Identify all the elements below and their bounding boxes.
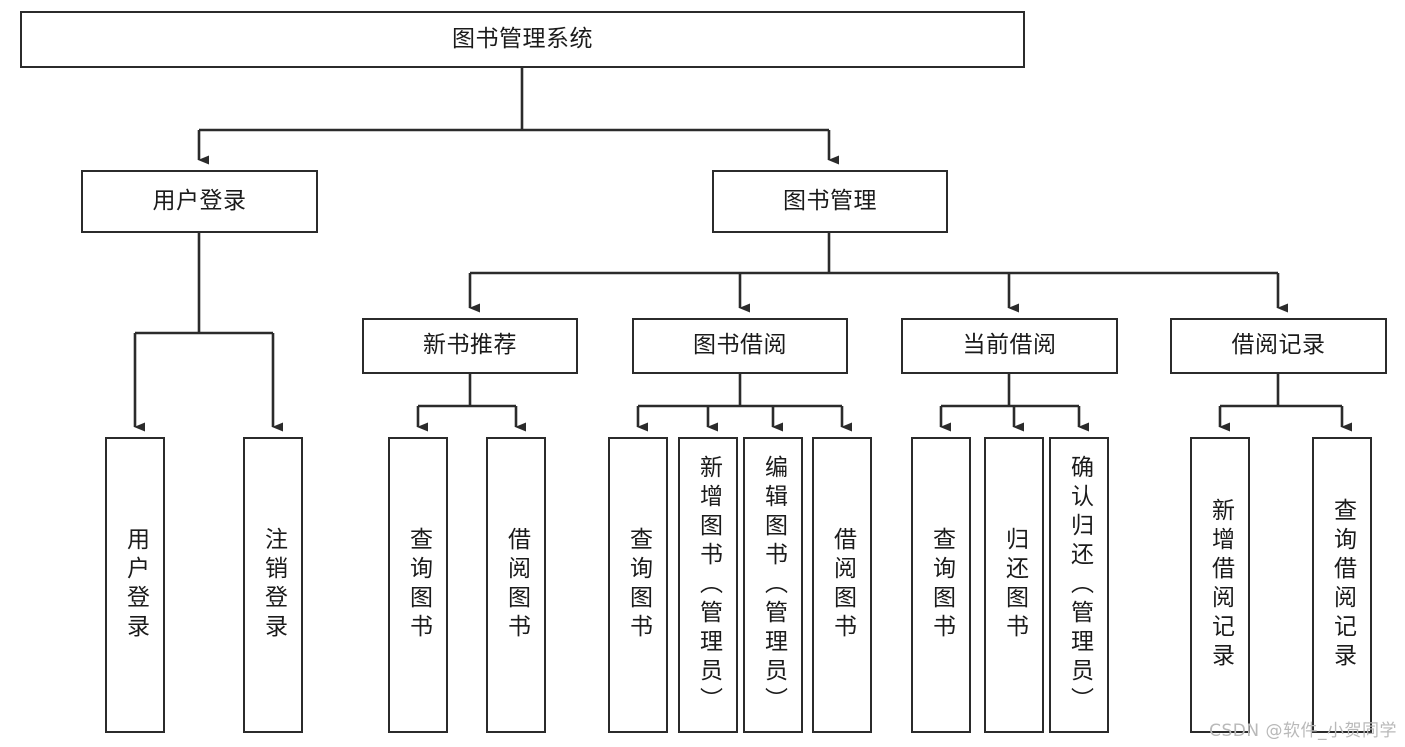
leaf-node-label: 借阅图书 xyxy=(829,527,856,643)
node-borrow-record-label: 借阅记录 xyxy=(1231,332,1326,359)
leaf-node-label: 归还图书 xyxy=(1001,527,1028,643)
leaf-node[interactable]: 新增图书（管理员） xyxy=(678,437,738,733)
node-root-label: 图书管理系统 xyxy=(452,25,593,52)
node-current-borrow-label: 当前借阅 xyxy=(962,332,1057,359)
leaf-node[interactable]: 确认归还（管理员） xyxy=(1049,437,1109,733)
leaf-node[interactable]: 借阅图书 xyxy=(486,437,546,733)
leaf-node-label: 用户登录 xyxy=(122,527,149,643)
node-borrow-record[interactable]: 借阅记录 xyxy=(1170,318,1387,374)
node-root[interactable]: 图书管理系统 xyxy=(20,11,1025,68)
leaf-node-label: 查询图书 xyxy=(405,527,432,643)
node-book-management[interactable]: 图书管理 xyxy=(712,170,948,233)
leaf-node[interactable]: 注销登录 xyxy=(243,437,303,733)
leaf-node[interactable]: 借阅图书 xyxy=(812,437,872,733)
leaf-node-label: 查询图书 xyxy=(625,527,652,643)
leaf-node[interactable]: 查询图书 xyxy=(608,437,668,733)
node-current-borrow[interactable]: 当前借阅 xyxy=(901,318,1118,374)
node-book-management-label: 图书管理 xyxy=(783,187,877,214)
leaf-node-label: 查询图书 xyxy=(928,527,955,643)
leaf-node[interactable]: 查询图书 xyxy=(911,437,971,733)
leaf-node[interactable]: 查询借阅记录 xyxy=(1312,437,1372,733)
leaf-node-label: 注销登录 xyxy=(260,527,287,643)
csdn-watermark: CSDN @软件_小贺同学 xyxy=(1209,721,1397,741)
node-book-borrow[interactable]: 图书借阅 xyxy=(632,318,848,374)
leaf-node-label: 新增借阅记录 xyxy=(1207,498,1234,672)
node-user-login-label: 用户登录 xyxy=(152,187,247,214)
node-user-login[interactable]: 用户登录 xyxy=(81,170,318,233)
leaf-node-label: 查询借阅记录 xyxy=(1329,498,1356,672)
leaf-node-label: 确认归还（管理员） xyxy=(1066,454,1093,716)
leaf-node[interactable]: 归还图书 xyxy=(984,437,1044,733)
node-new-book-recommend[interactable]: 新书推荐 xyxy=(362,318,578,374)
leaf-node[interactable]: 查询图书 xyxy=(388,437,448,733)
leaf-node-label: 借阅图书 xyxy=(503,527,530,643)
node-book-borrow-label: 图书借阅 xyxy=(693,332,787,359)
leaf-node[interactable]: 用户登录 xyxy=(105,437,165,733)
leaf-node[interactable]: 编辑图书（管理员） xyxy=(743,437,803,733)
leaf-node-label: 编辑图书（管理员） xyxy=(760,454,787,716)
leaf-node[interactable]: 新增借阅记录 xyxy=(1190,437,1250,733)
node-new-book-recommend-label: 新书推荐 xyxy=(423,332,517,359)
leaf-node-label: 新增图书（管理员） xyxy=(695,454,722,716)
